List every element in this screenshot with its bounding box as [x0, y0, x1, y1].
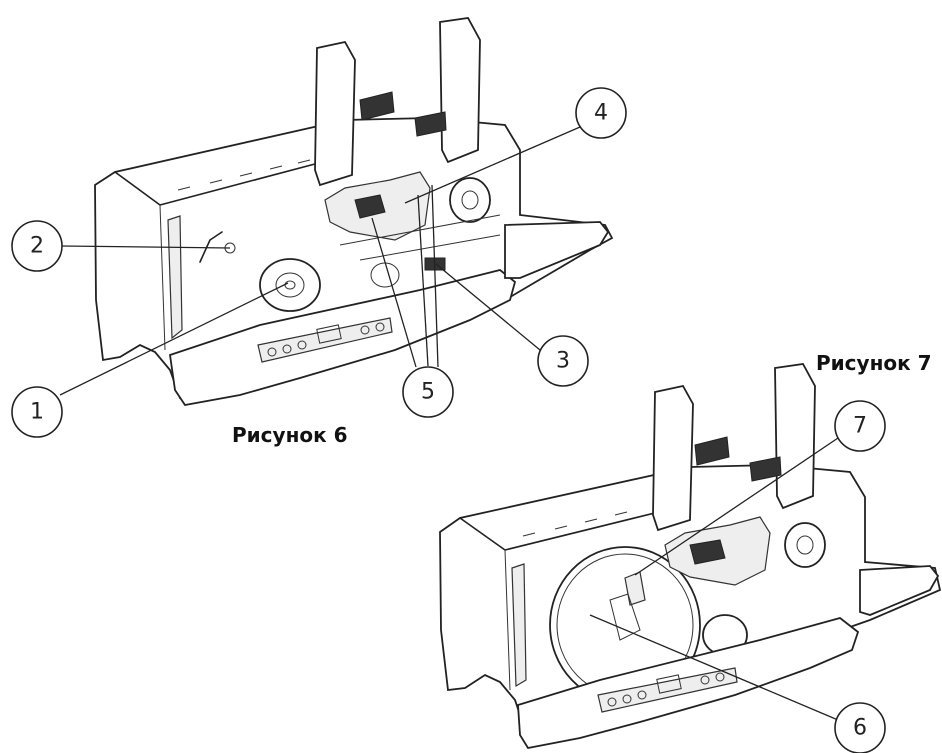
- callout-circle-7: [834, 400, 886, 452]
- printhead-block: [354, 194, 386, 219]
- figure-6-printer: [94, 17, 614, 406]
- side-grip: [511, 563, 527, 688]
- callout-label-2: 2: [30, 234, 44, 259]
- top-vents: [522, 511, 628, 537]
- panel-display: [656, 674, 682, 694]
- ribbon-takeup-spindle: [784, 522, 826, 568]
- callout-circle-6: [834, 702, 886, 753]
- panel-button: [700, 675, 710, 685]
- leader-line-5b: [417, 194, 429, 367]
- panel-display: [316, 324, 342, 344]
- figure-6-caption: Рисунок 6: [232, 423, 348, 447]
- callout-circle-1: [11, 386, 63, 438]
- printhead-block: [689, 539, 726, 565]
- hopper-guide-left: [652, 384, 694, 532]
- leader-line-3: [435, 263, 541, 351]
- hopper-spring-right: [414, 111, 447, 137]
- callout-label-3: 3: [556, 349, 570, 374]
- leader-line-6: [589, 614, 839, 721]
- front-edge: [504, 549, 511, 691]
- ribbon-supply-spindle: [259, 258, 321, 312]
- callout-circle-4: [575, 87, 627, 139]
- hopper-guide-right: [439, 17, 481, 164]
- leader-line-2: [61, 245, 231, 249]
- leader-line-7: [634, 437, 839, 576]
- callout-label-7: 7: [853, 414, 867, 439]
- hopper-spring-left: [359, 91, 395, 121]
- callout-label-4: 4: [594, 101, 608, 126]
- figure-7-printer: [439, 363, 942, 750]
- leader-line-5c: [431, 184, 439, 368]
- leader-line-4: [404, 126, 581, 204]
- panel-button: [637, 690, 647, 700]
- leader-line-1: [59, 282, 289, 396]
- figure-7-caption: Рисунок 7: [816, 351, 932, 375]
- ribbon-takeup-spindle: [449, 177, 491, 223]
- callout-circle-5: [402, 366, 454, 418]
- leader-line-5a: [371, 217, 417, 368]
- callout-label-1: 1: [30, 400, 44, 425]
- callout-circle-2: [11, 220, 63, 272]
- callout-label-5: 5: [421, 380, 435, 405]
- hopper-guide-left: [314, 40, 356, 187]
- callout-label-6: 6: [853, 716, 867, 741]
- panel-button: [375, 322, 385, 332]
- control-panel: [597, 667, 738, 713]
- hopper-spring-right: [749, 456, 782, 482]
- side-grip: [167, 215, 183, 340]
- hopper-spring-left: [694, 436, 730, 466]
- figure-7-callouts: 6 7: [589, 400, 886, 753]
- opened-lid: [504, 221, 610, 279]
- panel-button: [282, 344, 292, 354]
- front-edge: [159, 204, 166, 351]
- control-panel: [257, 317, 393, 363]
- panel-button: [267, 347, 277, 357]
- panel-button: [297, 340, 307, 350]
- opened-lid: [859, 565, 940, 616]
- panel-button: [622, 694, 632, 704]
- panel-button: [715, 672, 725, 682]
- panel-button: [360, 325, 370, 335]
- panel-button: [607, 697, 617, 707]
- hopper-guide-right: [774, 363, 816, 510]
- top-vents: [177, 159, 311, 191]
- release-lever: [199, 231, 223, 263]
- callout-circle-3: [537, 335, 589, 387]
- figure-6-callouts: 1 2 3 4 5: [11, 87, 627, 438]
